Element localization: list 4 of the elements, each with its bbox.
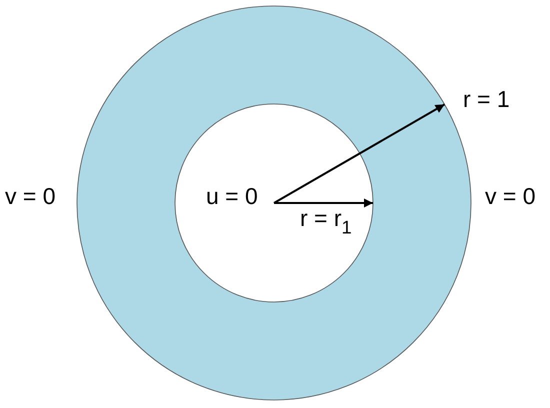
boundary-label: v = 0 — [485, 185, 536, 208]
boundary-label: u = 0 — [206, 185, 258, 208]
boundary-label: r = 1 — [463, 88, 510, 111]
boundary-label: v = 0 — [5, 185, 56, 208]
